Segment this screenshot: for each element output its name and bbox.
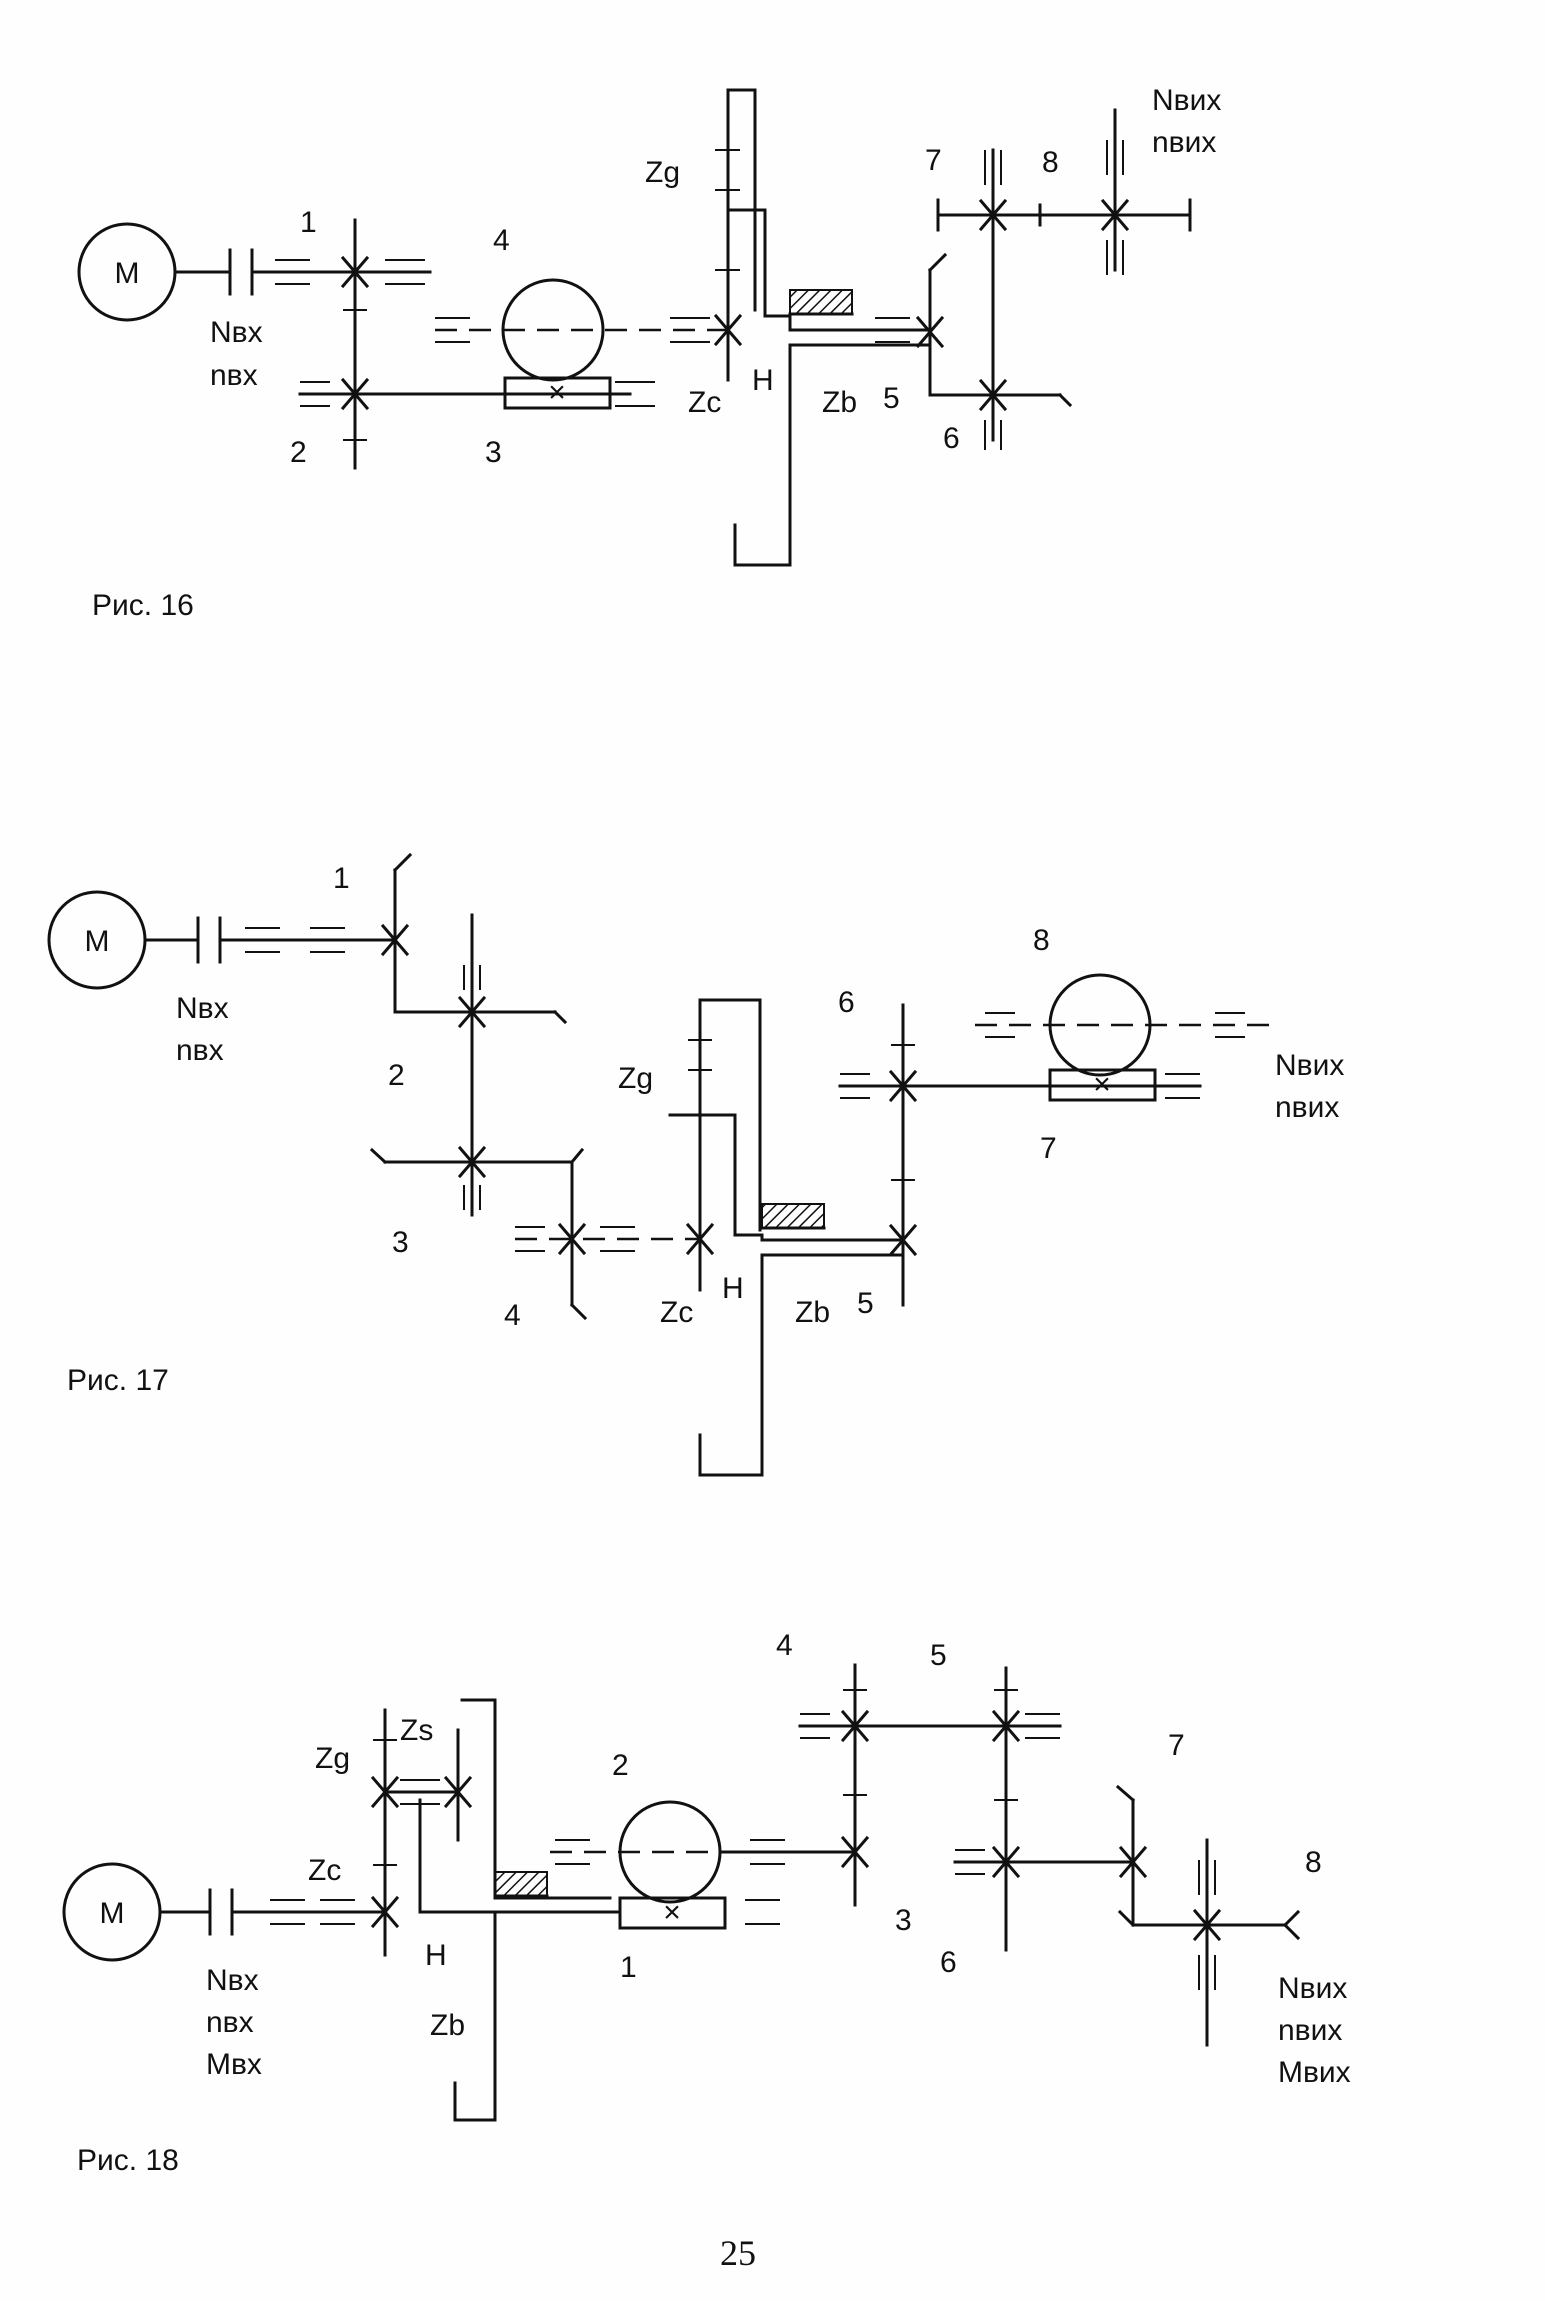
output-speed-label: nвих: [1152, 126, 1216, 159]
figure-17-caption: Рис. 17: [67, 1364, 169, 1397]
worm-gear-3-4: ×: [435, 278, 730, 410]
label-zb: Zb: [795, 1296, 830, 1329]
label-gear-7: 7: [925, 144, 942, 177]
motor-icon: M: [62, 1862, 162, 1962]
label-gear-7: 7: [1168, 1729, 1185, 1762]
label-zg: Zg: [645, 156, 680, 189]
label-zg: Zg: [618, 1062, 653, 1095]
label-h: H: [425, 1939, 447, 1972]
page-number: 25: [720, 2233, 756, 2273]
label-gear-6: 6: [943, 422, 960, 455]
figure-18-caption: Рис. 18: [77, 2144, 179, 2177]
svg-text:×: ×: [548, 376, 566, 409]
label-zg: Zg: [315, 1742, 350, 1775]
label-zs: Zs: [400, 1714, 433, 1747]
bevel-gears-1-2-3-4: [369, 852, 700, 1321]
input-speed-label: nвх: [206, 2006, 254, 2039]
label-gear-4: 4: [493, 224, 510, 257]
motor-icon: M: [47, 890, 147, 990]
output-power-label: Nвих: [1275, 1049, 1344, 1082]
label-gear-2: 2: [290, 436, 307, 469]
worm-gear-1-2: ×: [550, 1800, 857, 1930]
motor-label: M: [100, 1897, 125, 1930]
output-torque-label: Mвих: [1278, 2056, 1351, 2089]
bevel-stage-18: [1115, 1784, 1301, 2047]
planetary-stage-17: [668, 998, 905, 1477]
label-gear-2: 2: [612, 1749, 629, 1782]
label-gear-8: 8: [1305, 1846, 1322, 1879]
output-power-label: Nвих: [1152, 84, 1221, 117]
label-zc: Zc: [660, 1296, 693, 1329]
input-shaft: [143, 916, 397, 964]
label-h: H: [752, 364, 774, 397]
motor-label: M: [85, 925, 110, 958]
label-zc: Zc: [688, 386, 721, 419]
input-speed-label: nвх: [176, 1034, 224, 1067]
output-power-label: Nвих: [1278, 1972, 1347, 2005]
label-gear-6: 6: [838, 986, 855, 1019]
label-gear-3: 3: [895, 1904, 912, 1937]
figure-16-caption: Рис. 16: [92, 589, 194, 622]
figure-16: M ×: [77, 84, 1221, 622]
input-power-label: Nвх: [206, 1964, 259, 1997]
label-gear-4: 4: [504, 1299, 521, 1332]
spur-gear-pair-1-2: [298, 218, 655, 470]
label-gear-4: 4: [776, 1629, 793, 1662]
motor-icon: M: [77, 222, 177, 322]
figure-18: M: [62, 1629, 1351, 2177]
label-gear-8: 8: [1033, 924, 1050, 957]
label-gear-3: 3: [392, 1226, 409, 1259]
label-gear-5: 5: [883, 382, 900, 415]
planetary-stage-18: [370, 1698, 612, 2122]
label-h: H: [722, 1272, 744, 1305]
figure-17: M: [47, 852, 1344, 1477]
svg-text:×: ×: [663, 1896, 681, 1929]
label-gear-1: 1: [620, 1951, 637, 1984]
input-shaft: [158, 1888, 387, 1936]
output-speed-label: nвих: [1275, 1091, 1339, 1124]
motor-label: M: [115, 257, 140, 290]
planetary-stage-16: [713, 88, 932, 567]
label-gear-1: 1: [333, 862, 350, 895]
spur-stage-18: [798, 1663, 1135, 1952]
label-gear-5: 5: [857, 1287, 874, 1320]
label-zc: Zc: [308, 1854, 341, 1887]
label-gear-5: 5: [930, 1639, 947, 1672]
label-zb: Zb: [822, 386, 857, 419]
label-zb: Zb: [430, 2009, 465, 2042]
input-shaft: [173, 248, 432, 296]
bevel-stage-16: [915, 108, 1192, 450]
input-power-label: Nвх: [210, 316, 263, 349]
label-gear-6: 6: [940, 1946, 957, 1979]
input-torque-label: Mвх: [206, 2048, 262, 2081]
input-speed-label: nвх: [210, 359, 258, 392]
label-gear-3: 3: [485, 436, 502, 469]
output-speed-label: nвих: [1278, 2014, 1342, 2047]
label-gear-8: 8: [1042, 146, 1059, 179]
spur-worm-stage-17: ×: [838, 973, 1275, 1307]
label-gear-7: 7: [1040, 1132, 1057, 1165]
label-gear-2: 2: [388, 1059, 405, 1092]
input-power-label: Nвх: [176, 992, 229, 1025]
label-gear-1: 1: [300, 206, 317, 239]
